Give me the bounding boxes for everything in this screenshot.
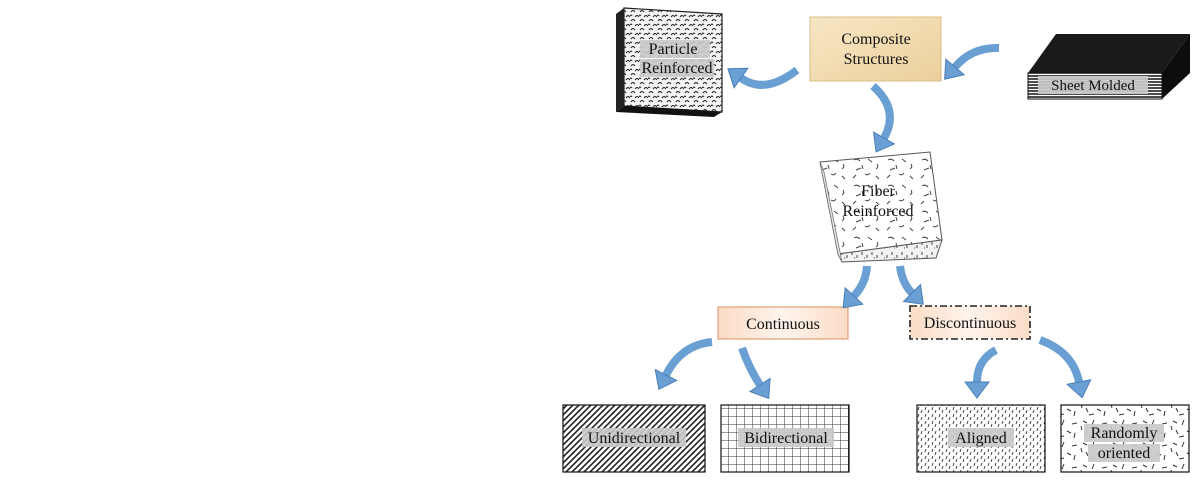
- arrow-composite-to-fiber: [870, 83, 894, 140]
- arrow-sheet-to-composite: [951, 43, 1000, 70]
- arrow-discontinuous-to-randomly-head: [1066, 378, 1092, 399]
- arrows-layer: [654, 43, 1092, 400]
- arrow-continuous-to-bidirectional-head: [748, 377, 771, 400]
- discontinuous-node: Discontinuous: [909, 305, 1031, 340]
- composite-label-2: Structures: [844, 51, 909, 68]
- aligned-node: Aligned: [916, 404, 1046, 473]
- randomly-label-1: Randomly: [1091, 425, 1158, 442]
- particle-reinforced-node: Particle Reinforced: [616, 7, 723, 117]
- fiber-label-2: Reinforced: [842, 203, 913, 220]
- arrow-composite-to-fiber-head: [872, 131, 896, 153]
- arrow-composite-to-particle-head: [727, 67, 749, 89]
- unidirectional-node: Unidirectional: [562, 404, 706, 473]
- discontinuous-label: Discontinuous: [924, 315, 1016, 332]
- fiber-label-1: Fiber: [861, 183, 895, 200]
- arrow-fiber-to-continuous: [850, 265, 871, 299]
- arrow-continuous-to-unidirectional-head: [654, 368, 678, 391]
- arrow-continuous-to-bidirectional: [738, 346, 764, 388]
- particle-label-2: Reinforced: [641, 60, 712, 77]
- arrow-fiber-to-discontinuous: [896, 265, 915, 296]
- randomly-label-2: oriented: [1098, 445, 1150, 462]
- arrow-discontinuous-to-randomly: [1038, 336, 1083, 383]
- arrow-composite-to-particle: [738, 66, 800, 89]
- continuous-node: Continuous: [717, 306, 849, 340]
- sheet-molded-node: Sheet Molded: [1027, 34, 1190, 100]
- bidirectional-label: Bidirectional: [744, 430, 828, 447]
- arrow-fiber-to-continuous-head: [842, 286, 864, 309]
- fiber-reinforced-node: Fiber Reinforced: [819, 151, 943, 263]
- unidirectional-label: Unidirectional: [588, 430, 681, 447]
- arrow-fiber-to-discontinuous-head: [902, 283, 924, 305]
- continuous-label: Continuous: [746, 316, 820, 333]
- randomly-oriented-node: Randomly oriented: [1060, 404, 1190, 473]
- composite-structures-node: Composite Structures: [809, 16, 942, 82]
- sheet-molded-label: Sheet Molded: [1051, 78, 1135, 94]
- bidirectional-node: Bidirectional: [720, 404, 850, 473]
- arrow-discontinuous-to-aligned: [973, 346, 999, 383]
- composite-label-1: Composite: [841, 31, 910, 48]
- arrow-sheet-to-composite-head: [944, 58, 966, 80]
- arrow-continuous-to-unidirectional: [662, 338, 713, 377]
- particle-label-1: Particle: [649, 41, 698, 58]
- aligned-label: Aligned: [955, 430, 1007, 447]
- arrow-discontinuous-to-aligned-head: [964, 381, 990, 399]
